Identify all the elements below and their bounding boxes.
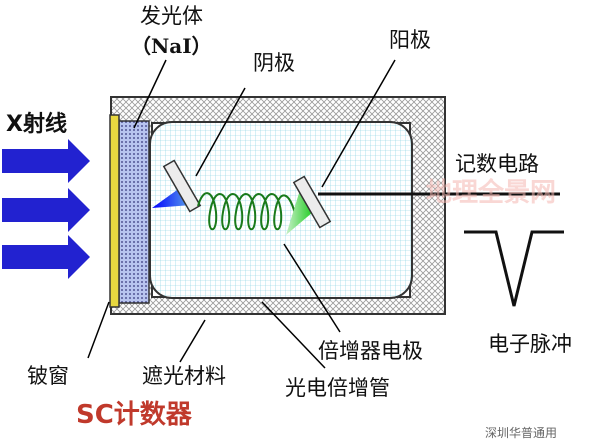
label-shading-material: 遮光材料	[142, 364, 226, 388]
dynode-coil	[197, 192, 297, 231]
diagram-title: SC计数器	[76, 400, 192, 430]
label-beryllium-window: 铍窗	[27, 364, 69, 388]
label-multiplier-electrode: 倍增器电极	[318, 339, 423, 363]
leader-cathode	[195, 87, 246, 177]
xray-arrow	[2, 188, 90, 232]
label-anode: 阳极	[389, 28, 431, 52]
leader-shading	[179, 319, 206, 363]
cathode-plate	[162, 159, 202, 213]
label-photomultiplier-tube: 光电倍增管	[285, 376, 390, 400]
label-scintillator: 发光体	[140, 4, 203, 28]
anode-plate	[292, 175, 332, 229]
electron-pulse-wave	[464, 230, 564, 307]
label-counting-circuit: 记数电路	[455, 152, 539, 176]
leader-scintillator	[133, 59, 167, 129]
leader-pmt	[261, 301, 326, 369]
label-cathode: 阴极	[253, 51, 295, 75]
watermark: 地理全景网	[426, 178, 557, 208]
leader-window	[87, 301, 110, 359]
xray-arrow	[2, 139, 90, 183]
xray-arrow	[2, 235, 90, 279]
leader-dynode	[283, 243, 341, 333]
leader-anode	[321, 59, 396, 188]
label-xray: X射线	[6, 112, 67, 137]
scintillator-crystal	[118, 120, 150, 304]
credit-text: 深圳华普通用	[485, 426, 558, 440]
beryllium-window-bar	[109, 114, 120, 308]
label-scintillator-material: （NaI）	[131, 34, 212, 58]
label-electron-pulse: 电子脉冲	[488, 332, 572, 356]
